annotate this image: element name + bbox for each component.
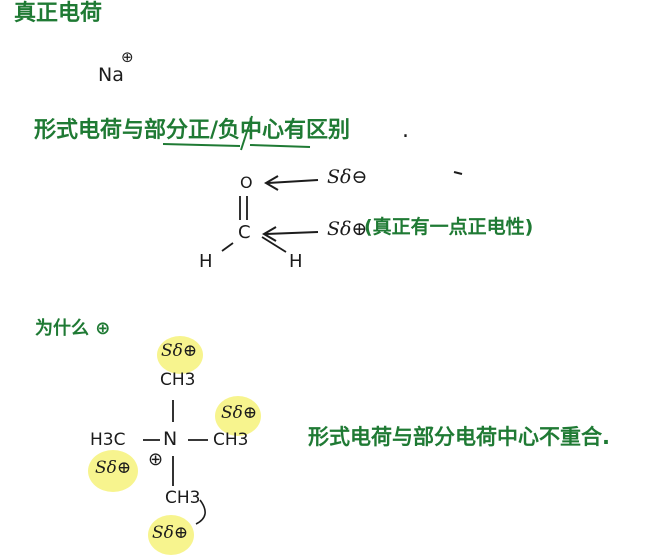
bottom-delta-label: Sδ⊕	[152, 523, 189, 543]
arrow-to-oxygen	[267, 179, 319, 184]
arrow-to-carbon-head	[262, 226, 277, 242]
formaldehyde-h-left: H	[199, 251, 213, 272]
conclusion-note: 形式电荷与部分电荷中心不重合.	[308, 425, 610, 449]
stray-mark	[453, 171, 463, 175]
note-underline-1	[162, 143, 241, 147]
sodium-charge: ⊕	[121, 48, 134, 66]
formaldehyde-oxygen: O	[240, 173, 253, 192]
carbon-delta-label: Sδ⊕	[327, 218, 368, 240]
why-question: 为什么 ⊕	[35, 318, 111, 339]
left-delta-label: Sδ⊕	[95, 458, 132, 478]
nitrogen-charge: ⊕	[148, 449, 164, 470]
formal-charge-note: 形式电荷与部分正/负中心有区别	[34, 118, 351, 143]
highlight-right	[215, 396, 261, 436]
note-slash	[240, 115, 253, 151]
right-methyl: CH3	[213, 430, 249, 450]
oxygen-delta-label: Sδ⊖	[327, 166, 368, 188]
carbon-note: (真正有一点正电性)	[364, 216, 534, 238]
highlight-bottom	[148, 515, 194, 555]
ch-bond-right	[261, 236, 287, 253]
formaldehyde-h-right: H	[289, 251, 303, 272]
arrow-to-oxygen-head	[264, 175, 279, 191]
note-dot: .	[402, 118, 409, 143]
bottom-methyl: CH3	[165, 488, 201, 508]
sodium-symbol: Na	[98, 64, 124, 86]
left-methyl: H3C	[90, 430, 126, 450]
bottom-curve	[195, 499, 206, 525]
title-real-charge: 真正电荷	[14, 1, 103, 26]
formaldehyde-carbon: C	[238, 222, 251, 243]
note-underline-2	[249, 144, 311, 148]
top-delta-label: Sδ⊕	[161, 341, 198, 361]
top-methyl: CH3	[160, 370, 196, 390]
highlight-left	[88, 450, 138, 492]
nitrogen-atom: N	[163, 428, 178, 450]
arrow-to-carbon	[265, 231, 319, 235]
right-delta-label: Sδ⊕	[221, 403, 258, 423]
highlight-top	[157, 336, 203, 374]
ch-bond-left	[221, 242, 234, 252]
